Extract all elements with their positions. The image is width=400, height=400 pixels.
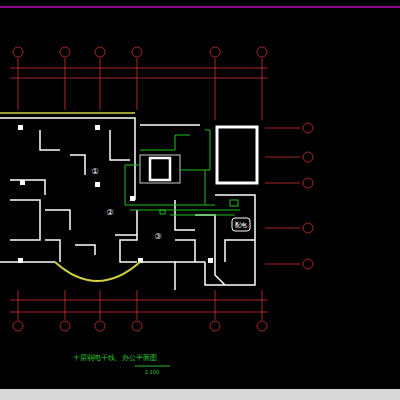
room-number: ② <box>106 209 113 217</box>
drawing-title: 十层弱电干线、办公平面图 <box>73 355 157 362</box>
room-number: ③ <box>154 233 161 241</box>
room-number: ① <box>91 168 98 176</box>
room-label: 配电 <box>235 222 247 228</box>
scale-note: 1:100 <box>145 370 159 375</box>
